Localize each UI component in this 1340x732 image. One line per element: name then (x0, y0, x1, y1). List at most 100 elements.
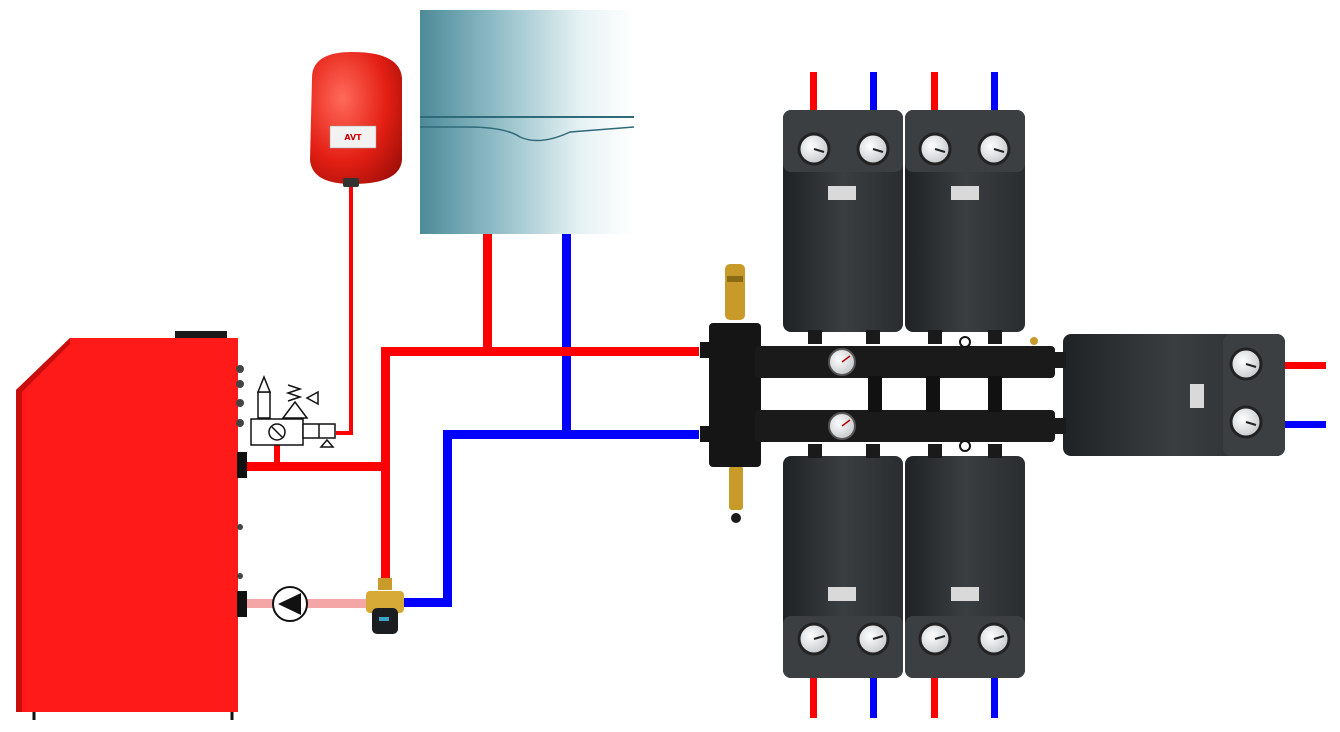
module-bottom-return-pipe (991, 678, 998, 718)
cold-return-to-valve (403, 598, 452, 607)
manifold-plug (1030, 337, 1038, 345)
pump-group-module (905, 444, 1025, 678)
tank-connector (343, 178, 359, 187)
boiler-flow-pipe (242, 462, 390, 471)
gauge-needle (813, 635, 825, 640)
thermometer-needle (841, 419, 851, 427)
gauge-needle (872, 148, 884, 153)
safety-valve-symbol (281, 400, 309, 419)
module-nameplate (828, 587, 856, 601)
manifold-mount-lug (959, 336, 971, 348)
module-top-flow-pipe (810, 72, 817, 110)
safety-group (250, 374, 336, 448)
module-top-return-pipe (991, 72, 998, 110)
circulation-pump (272, 586, 308, 622)
air-vent-arrow (256, 374, 272, 393)
module-connector (866, 330, 880, 344)
tank-logo-text: AVT (344, 133, 362, 142)
manifold-link (926, 376, 940, 412)
module-right-return-pipe (1284, 421, 1326, 428)
module-right-flow-pipe (1284, 362, 1326, 369)
pressure-gauge-needle (271, 426, 283, 438)
wall-boiler-flow-pipe (483, 234, 492, 355)
wall-boiler-panel-curve (420, 126, 635, 142)
module-connector (928, 330, 942, 344)
separator-drain-valve (729, 466, 743, 510)
boiler-flow-outlet (237, 452, 247, 478)
module-top-flow-pipe (931, 72, 938, 110)
module-bottom-flow-pipe (931, 678, 938, 718)
gauge-needle (993, 148, 1005, 153)
safety-valve-outlet (305, 390, 319, 406)
pump-group-module (783, 444, 903, 678)
boiler-port (236, 399, 244, 407)
wall-boiler-body (420, 10, 634, 234)
expansion-tank: AVT (310, 52, 402, 187)
module-bottom-return-pipe (870, 678, 877, 718)
separator-inlet-cold (700, 426, 712, 442)
expansion-tank-pipe-elbow (336, 431, 353, 435)
module-connector (808, 444, 822, 458)
module-top-return-pipe (870, 72, 877, 110)
boiler-port (236, 380, 244, 388)
module-nameplate (951, 186, 979, 200)
hot-main-pipe (381, 347, 699, 356)
drain-valve-cap (731, 513, 741, 523)
safety-group-stub (274, 444, 280, 466)
gauge-needle (934, 148, 946, 153)
valve-head-mark (379, 617, 389, 621)
module-connector (1052, 352, 1066, 368)
expansion-tank-pipe (349, 185, 353, 435)
pump-group-module (783, 110, 903, 344)
pump-group-module (1052, 334, 1285, 456)
module-nameplate (951, 587, 979, 601)
boiler-port (236, 365, 244, 373)
boiler-return-inlet (237, 591, 247, 617)
boiler-port (236, 419, 244, 427)
manifold-flow-bar (755, 346, 1055, 378)
module-connector (988, 330, 1002, 344)
module-bottom-flow-pipe (810, 678, 817, 718)
module-connector (988, 444, 1002, 458)
valve-top-port (378, 578, 392, 590)
tank-label (329, 125, 377, 149)
module-nameplate (828, 186, 856, 200)
gauge-needle (993, 635, 1005, 640)
gauge-needle (872, 635, 884, 640)
boiler-port (237, 524, 243, 530)
module-nameplate (1190, 384, 1204, 408)
three-way-thermostatic-valve (366, 578, 404, 634)
boiler-top-cap (175, 331, 227, 339)
gauge-needle (1245, 363, 1257, 368)
tank-vessel (310, 52, 402, 184)
boiler-port (237, 573, 243, 579)
pump-direction-arrow-icon (278, 593, 301, 615)
wall-boiler-return-pipe (562, 234, 571, 436)
boiler-return-pipe (244, 599, 380, 608)
manifold-return-bar (755, 410, 1055, 442)
floor-standing-boiler (16, 331, 247, 720)
wall-mounted-boiler (420, 10, 635, 234)
hydraulic-separator-manifold (700, 264, 1055, 523)
boiler-body (16, 338, 238, 712)
air-vent-symbol (257, 391, 271, 419)
gauge-needle (813, 148, 825, 153)
module-connector (928, 444, 942, 458)
pipework (242, 72, 1326, 718)
thermometer-needle (841, 355, 851, 363)
valve-body (366, 591, 404, 613)
air-vent-ring (727, 276, 743, 282)
module-connector (1052, 418, 1066, 434)
gauge-needle (934, 635, 946, 640)
separator-inlet-hot (700, 342, 712, 358)
module-connector (866, 444, 880, 458)
separator-body (709, 323, 761, 467)
separator-air-vent (725, 264, 745, 320)
drain-symbol (319, 438, 335, 448)
pump-group-module (905, 110, 1025, 344)
gauge-needle (1245, 421, 1257, 426)
manifold-link (988, 376, 1002, 412)
safety-valve-spring-icon (285, 384, 303, 402)
manifold-mount-lug (959, 440, 971, 452)
